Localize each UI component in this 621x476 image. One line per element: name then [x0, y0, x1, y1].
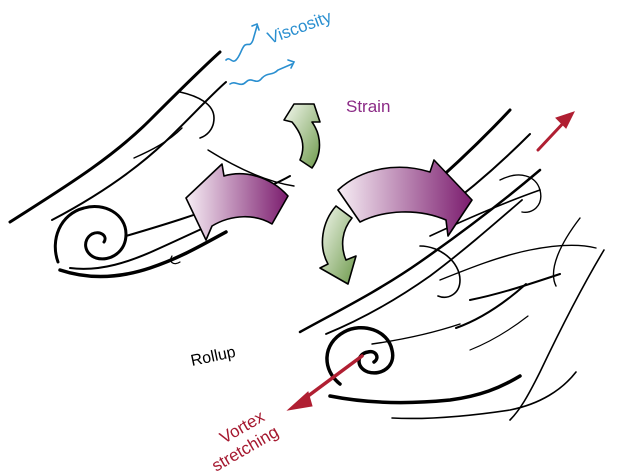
viscosity-label: Viscosity: [265, 7, 335, 48]
left-vortex-sheet: [10, 52, 294, 277]
strain-arrow-green-top: [284, 104, 320, 168]
strain-label: Strain: [346, 97, 390, 116]
stretch-arrow-lower-head: [288, 392, 312, 410]
strain-arrow-green-bottom: [320, 206, 356, 284]
strain-arrow-purple-left: [186, 164, 288, 240]
stretch-arrow-upper-head: [556, 112, 574, 128]
rollup-label: Rollup: [189, 344, 237, 370]
strain-arrow-purple-right: [338, 160, 472, 236]
